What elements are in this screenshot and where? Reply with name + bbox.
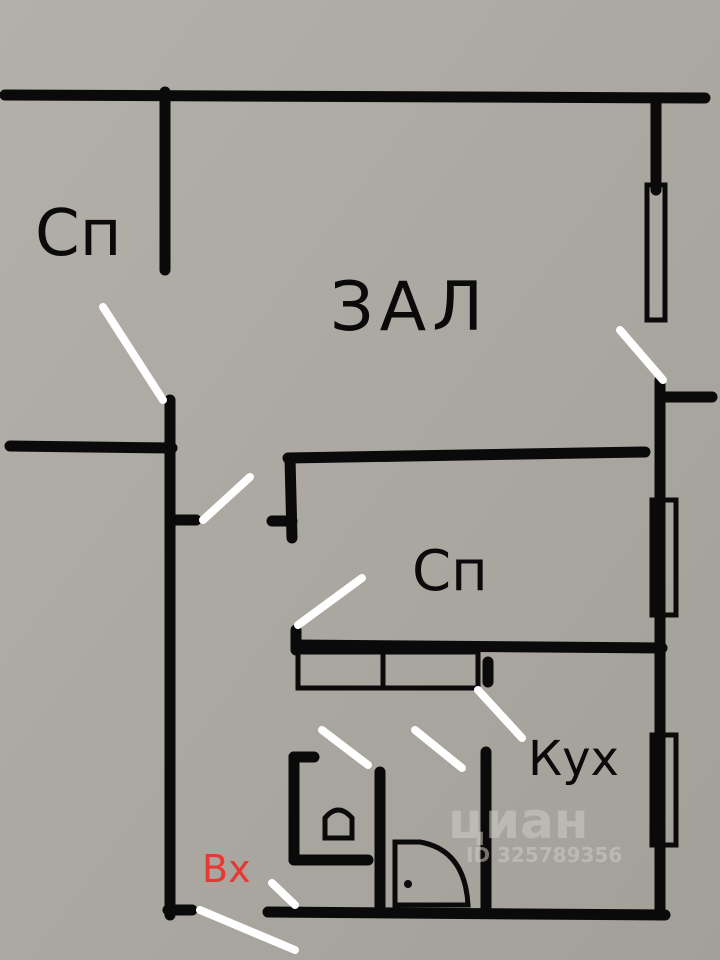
room-label-entrance: Вх (202, 847, 251, 891)
watermark-id: ID 325789356 (466, 843, 622, 867)
room-label-bedroom-2: Сп (412, 539, 488, 604)
shower-icon (392, 839, 471, 908)
room-label-living-room: ЗАЛ (330, 268, 489, 347)
doors (99, 303, 667, 954)
windows (644, 182, 679, 848)
room-label-bedroom-1: Сп (35, 197, 122, 271)
watermark-brand: циан (448, 792, 588, 850)
kitchen-cabinets (295, 649, 481, 691)
toilet-icon (322, 807, 355, 841)
walls (0, 86, 718, 921)
room-label-kitchen: Кух (528, 731, 619, 787)
